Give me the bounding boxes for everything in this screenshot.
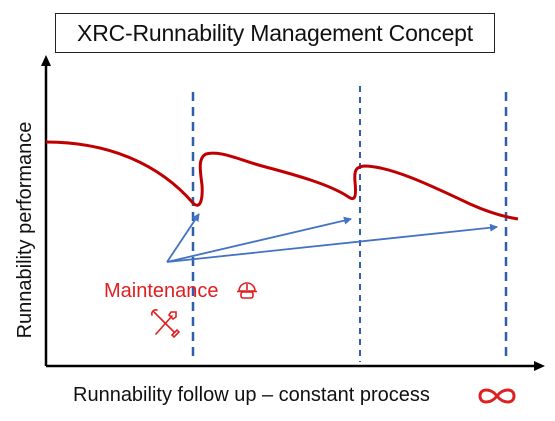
y-axis-label: Runnability performance — [14, 121, 36, 339]
wrench-screwdriver-icon — [151, 309, 181, 339]
x-axis-label: Runnability follow up – constant process — [73, 384, 430, 406]
hard-hat-icon — [237, 282, 257, 299]
diagram-title: XRC-Runnability Management Concept — [77, 19, 473, 46]
performance-curve — [45, 140, 519, 221]
infinity-icon — [478, 388, 516, 404]
arrow-to-marker-3 — [166, 223, 498, 263]
maintenance-label: Maintenance — [104, 280, 219, 302]
arrow-to-marker-2 — [166, 216, 352, 263]
x-axis-arrow-icon — [534, 361, 545, 371]
title-box: XRC-Runnability Management Concept — [55, 13, 495, 53]
arrow-to-marker-1 — [166, 213, 200, 263]
y-axis-arrow-icon — [41, 55, 51, 66]
